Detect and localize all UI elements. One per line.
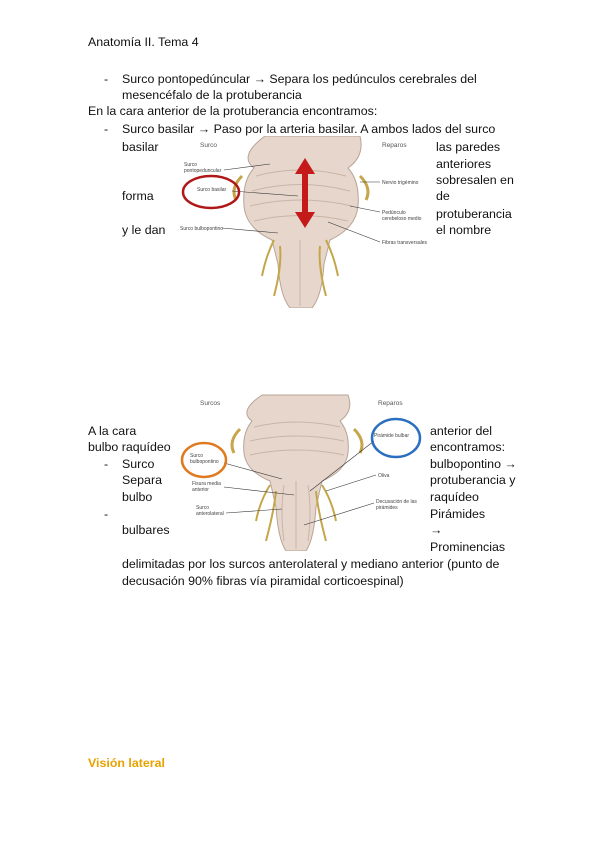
text-line: bulbo — [122, 490, 153, 504]
label-bulbopontino: Surco bulbopontino — [190, 453, 219, 465]
text-line: y le dan — [122, 223, 166, 237]
text-line: decusación 90% fibras vía piramidal cort… — [122, 574, 404, 588]
text-line: raquídeo — [430, 490, 479, 504]
text-line: las paredes — [436, 140, 501, 154]
text-line: protuberancia — [436, 207, 512, 221]
text-line: protuberancia y — [430, 473, 516, 487]
text-line: En la cara anterior de la protuberancia … — [88, 104, 378, 118]
text-line: → — [430, 523, 443, 537]
text-line: basilar — [122, 140, 159, 154]
text-line: Separa — [122, 473, 162, 487]
label-bulbopontino: Surco bulbopontino — [180, 226, 224, 232]
text-line: forma — [122, 189, 154, 203]
text-line: delimitadas por los surcos anterolateral… — [122, 557, 500, 571]
section-title: Visión lateral — [88, 756, 165, 770]
text-line: sobresalen en — [436, 173, 514, 187]
label-trigemino: Nervio trigémino — [382, 180, 419, 186]
text-line: Surco — [122, 457, 155, 471]
text-line: Prominencias — [430, 540, 506, 554]
text-line: el nombre — [436, 223, 492, 237]
text-line: encontramos: — [430, 440, 506, 454]
bullet-dash: - — [104, 122, 109, 136]
text-line: mesencéfalo de la protuberancia — [122, 88, 302, 102]
figure-heading-right: Reparos — [382, 142, 407, 149]
blue-circle-highlight — [370, 417, 422, 459]
label-fibras: Fibras transversales — [382, 240, 428, 246]
bullet-dash: - — [104, 457, 109, 471]
brainstem-illustration — [230, 394, 364, 551]
text-line: Pirámides — [430, 507, 486, 521]
text-line: anterior del — [430, 424, 492, 438]
text-line: de — [436, 189, 450, 203]
text-line: bulbo raquídeo — [88, 440, 171, 454]
text-line: bulbopontino → — [430, 457, 517, 471]
figure-annotations — [180, 417, 422, 526]
figure-annotations — [181, 158, 381, 243]
label-pedunculo: Pedúnculo cerebeloso medio — [382, 210, 422, 222]
figure-brainstem-pons: Surco Reparos Surco pontopeduncular Surc… — [170, 136, 434, 308]
figure-heading-left: Surco — [200, 142, 217, 149]
figure-brainstem-medulla: Surcos Reparos Surco bulbopontino Fisura… — [170, 391, 432, 551]
label-oliva: Oliva — [378, 473, 390, 479]
red-circle-highlight — [181, 174, 241, 210]
label-piramide-bulbar: Pirámide bulbar — [374, 433, 410, 439]
label-pontopeduncular: Surco pontopeduncular — [184, 162, 222, 174]
label-surco-basilar: Surco basilar — [197, 187, 227, 193]
figure-heading-right: Reparos — [378, 400, 403, 407]
label-fisura-media: Fisura media anterior — [192, 481, 221, 493]
label-decusacion: Decusación de las pirámides — [376, 499, 417, 511]
bullet-dash: - — [104, 72, 109, 86]
orange-circle-highlight — [180, 441, 228, 479]
text-line: Surco pontopedúncular → Separa los pedún… — [122, 72, 477, 86]
text-line: A la cara — [88, 424, 137, 438]
text-line: anteriores — [436, 157, 492, 171]
text-line: bulbares — [122, 523, 170, 537]
bullet-dash: - — [104, 507, 109, 521]
figure-heading-left: Surcos — [200, 400, 221, 407]
page-header: Anatomía II. Tema 4 — [88, 35, 199, 49]
text-line: Surco basilar → Paso por la arteria basi… — [122, 122, 496, 136]
label-anterolateral: Surco anterolateral — [196, 505, 224, 517]
